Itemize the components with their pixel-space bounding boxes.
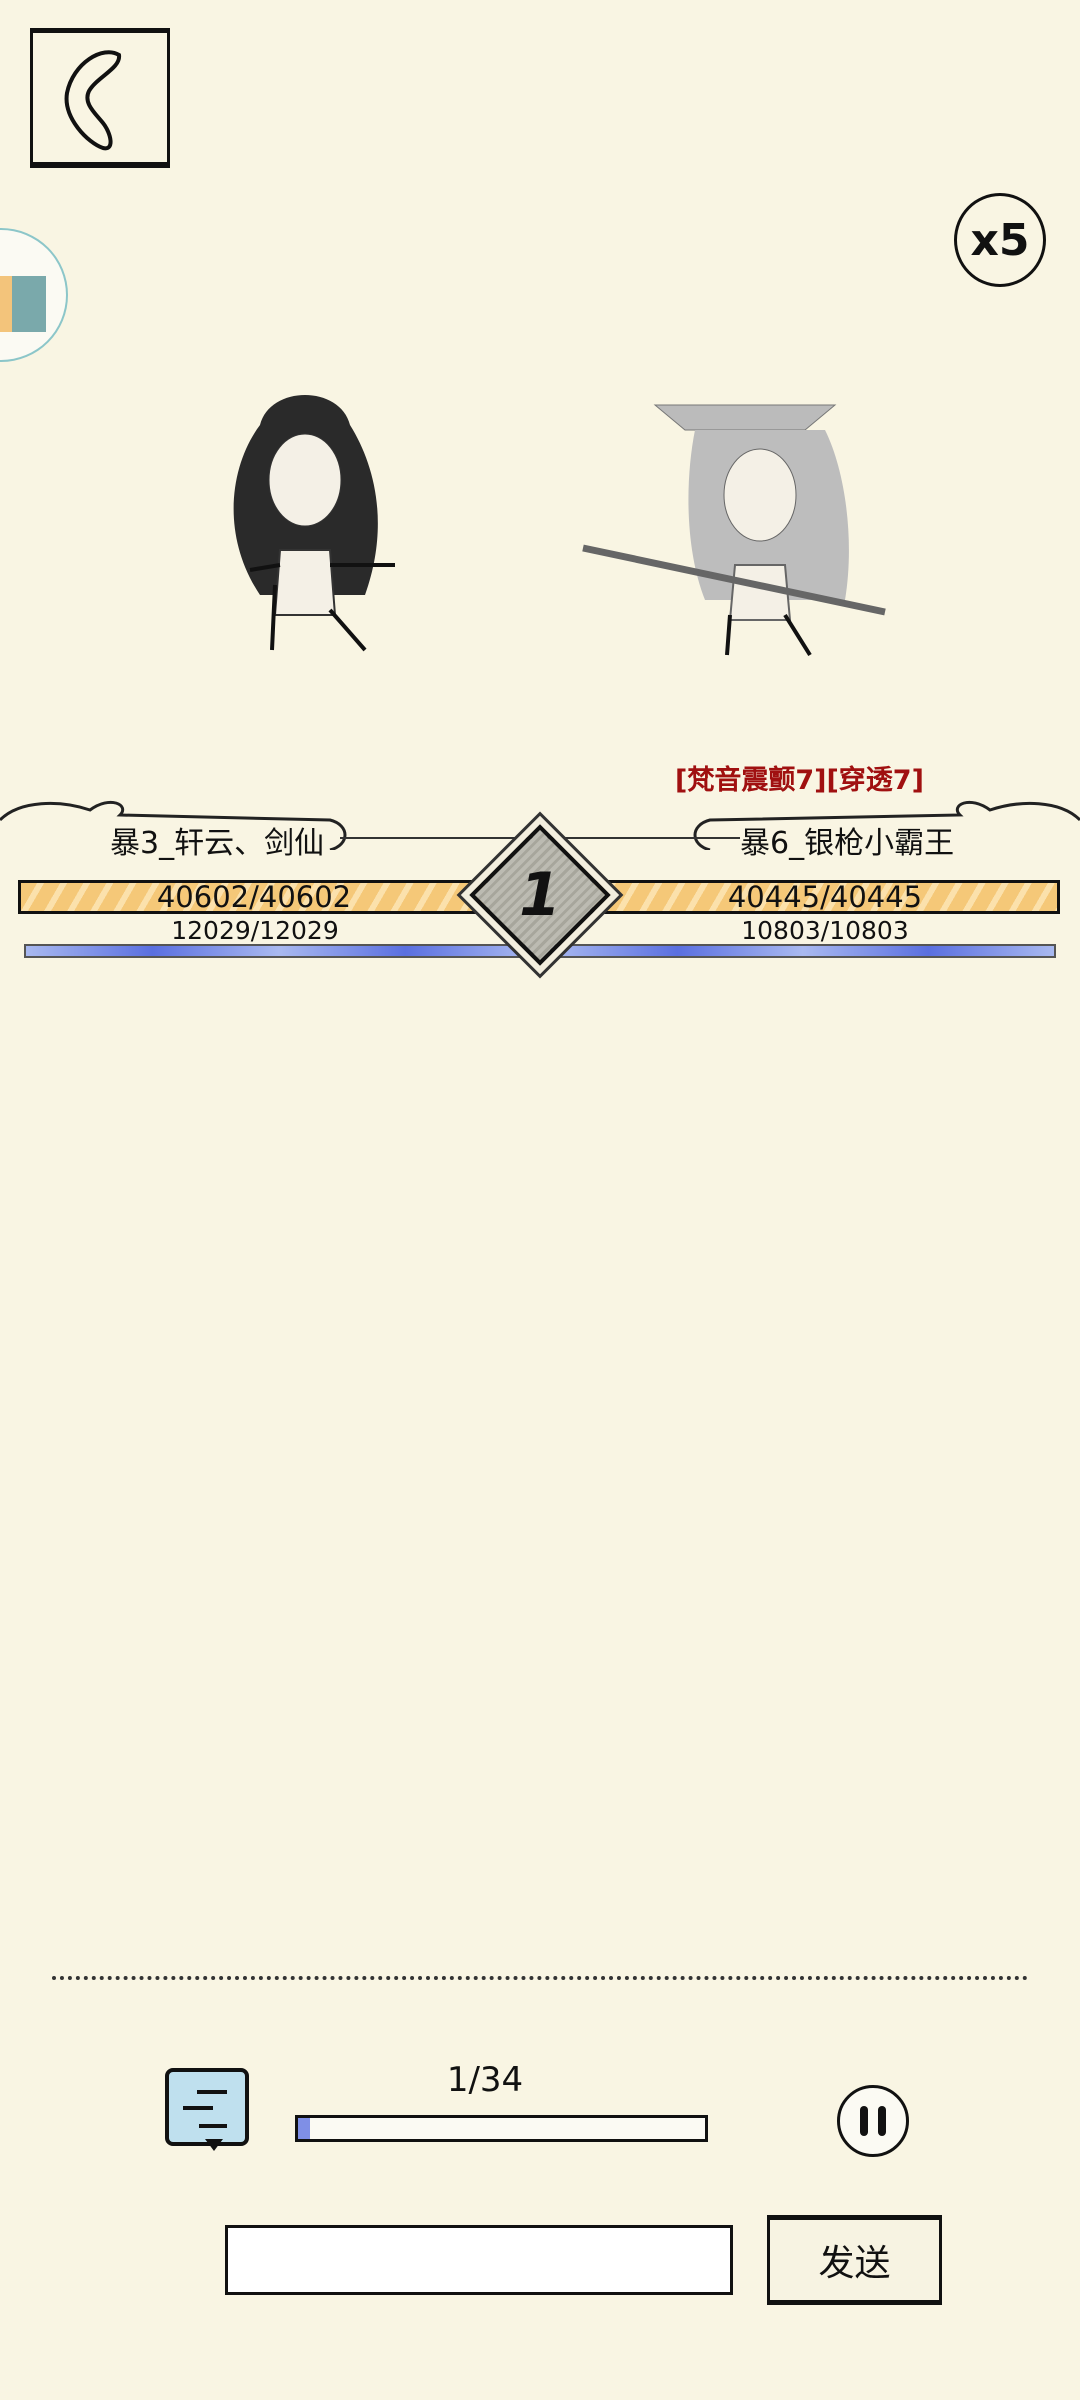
chat-line-icon [199, 2124, 227, 2128]
left-fighter-name: 暴3_轩云、剑仙 [110, 826, 325, 861]
right-hp-value: 40445/40445 [727, 880, 923, 914]
right-fighter-name: 暴6_银枪小霸王 [740, 826, 955, 861]
pause-button[interactable] [837, 2085, 909, 2157]
left-hp-value: 40602/40602 [156, 880, 352, 914]
speed-toggle-button[interactable]: x5 [954, 193, 1046, 287]
chat-input[interactable] [225, 2225, 733, 2295]
pause-icon [878, 2106, 886, 2136]
speed-label: x5 [970, 214, 1030, 266]
pause-icon [860, 2106, 868, 2136]
left-mp-bar [24, 944, 534, 958]
left-hp-bar: 40602/40602 [18, 880, 490, 914]
chat-line-icon [183, 2106, 213, 2110]
left-mp-value: 12029/12029 [171, 916, 339, 945]
floating-assistant-button[interactable] [0, 228, 68, 362]
back-button[interactable] [30, 28, 170, 168]
skill-tags: [梵音震颤7][穿透7] [675, 765, 924, 796]
right-mp-bar [550, 944, 1056, 958]
send-button[interactable]: 发送 [767, 2215, 942, 2305]
app-badge-stripe [0, 276, 12, 332]
right-hp-bar: 40445/40445 [590, 880, 1060, 914]
playback-progress-bar[interactable] [295, 2115, 708, 2142]
turn-counter: 1/34 [446, 2060, 524, 2100]
right-fighter-sprite [582, 404, 886, 657]
left-fighter-sprite [233, 395, 395, 652]
round-number: 1 [519, 860, 561, 930]
progress-fill [298, 2118, 311, 2139]
right-mp-value: 10803/10803 [741, 916, 909, 945]
battle-log-button[interactable] [165, 2068, 249, 2151]
divider [52, 1976, 1028, 1980]
send-label: 发送 [818, 2243, 891, 2284]
chevron-left-icon [64, 50, 121, 151]
chat-line-icon [197, 2090, 227, 2094]
